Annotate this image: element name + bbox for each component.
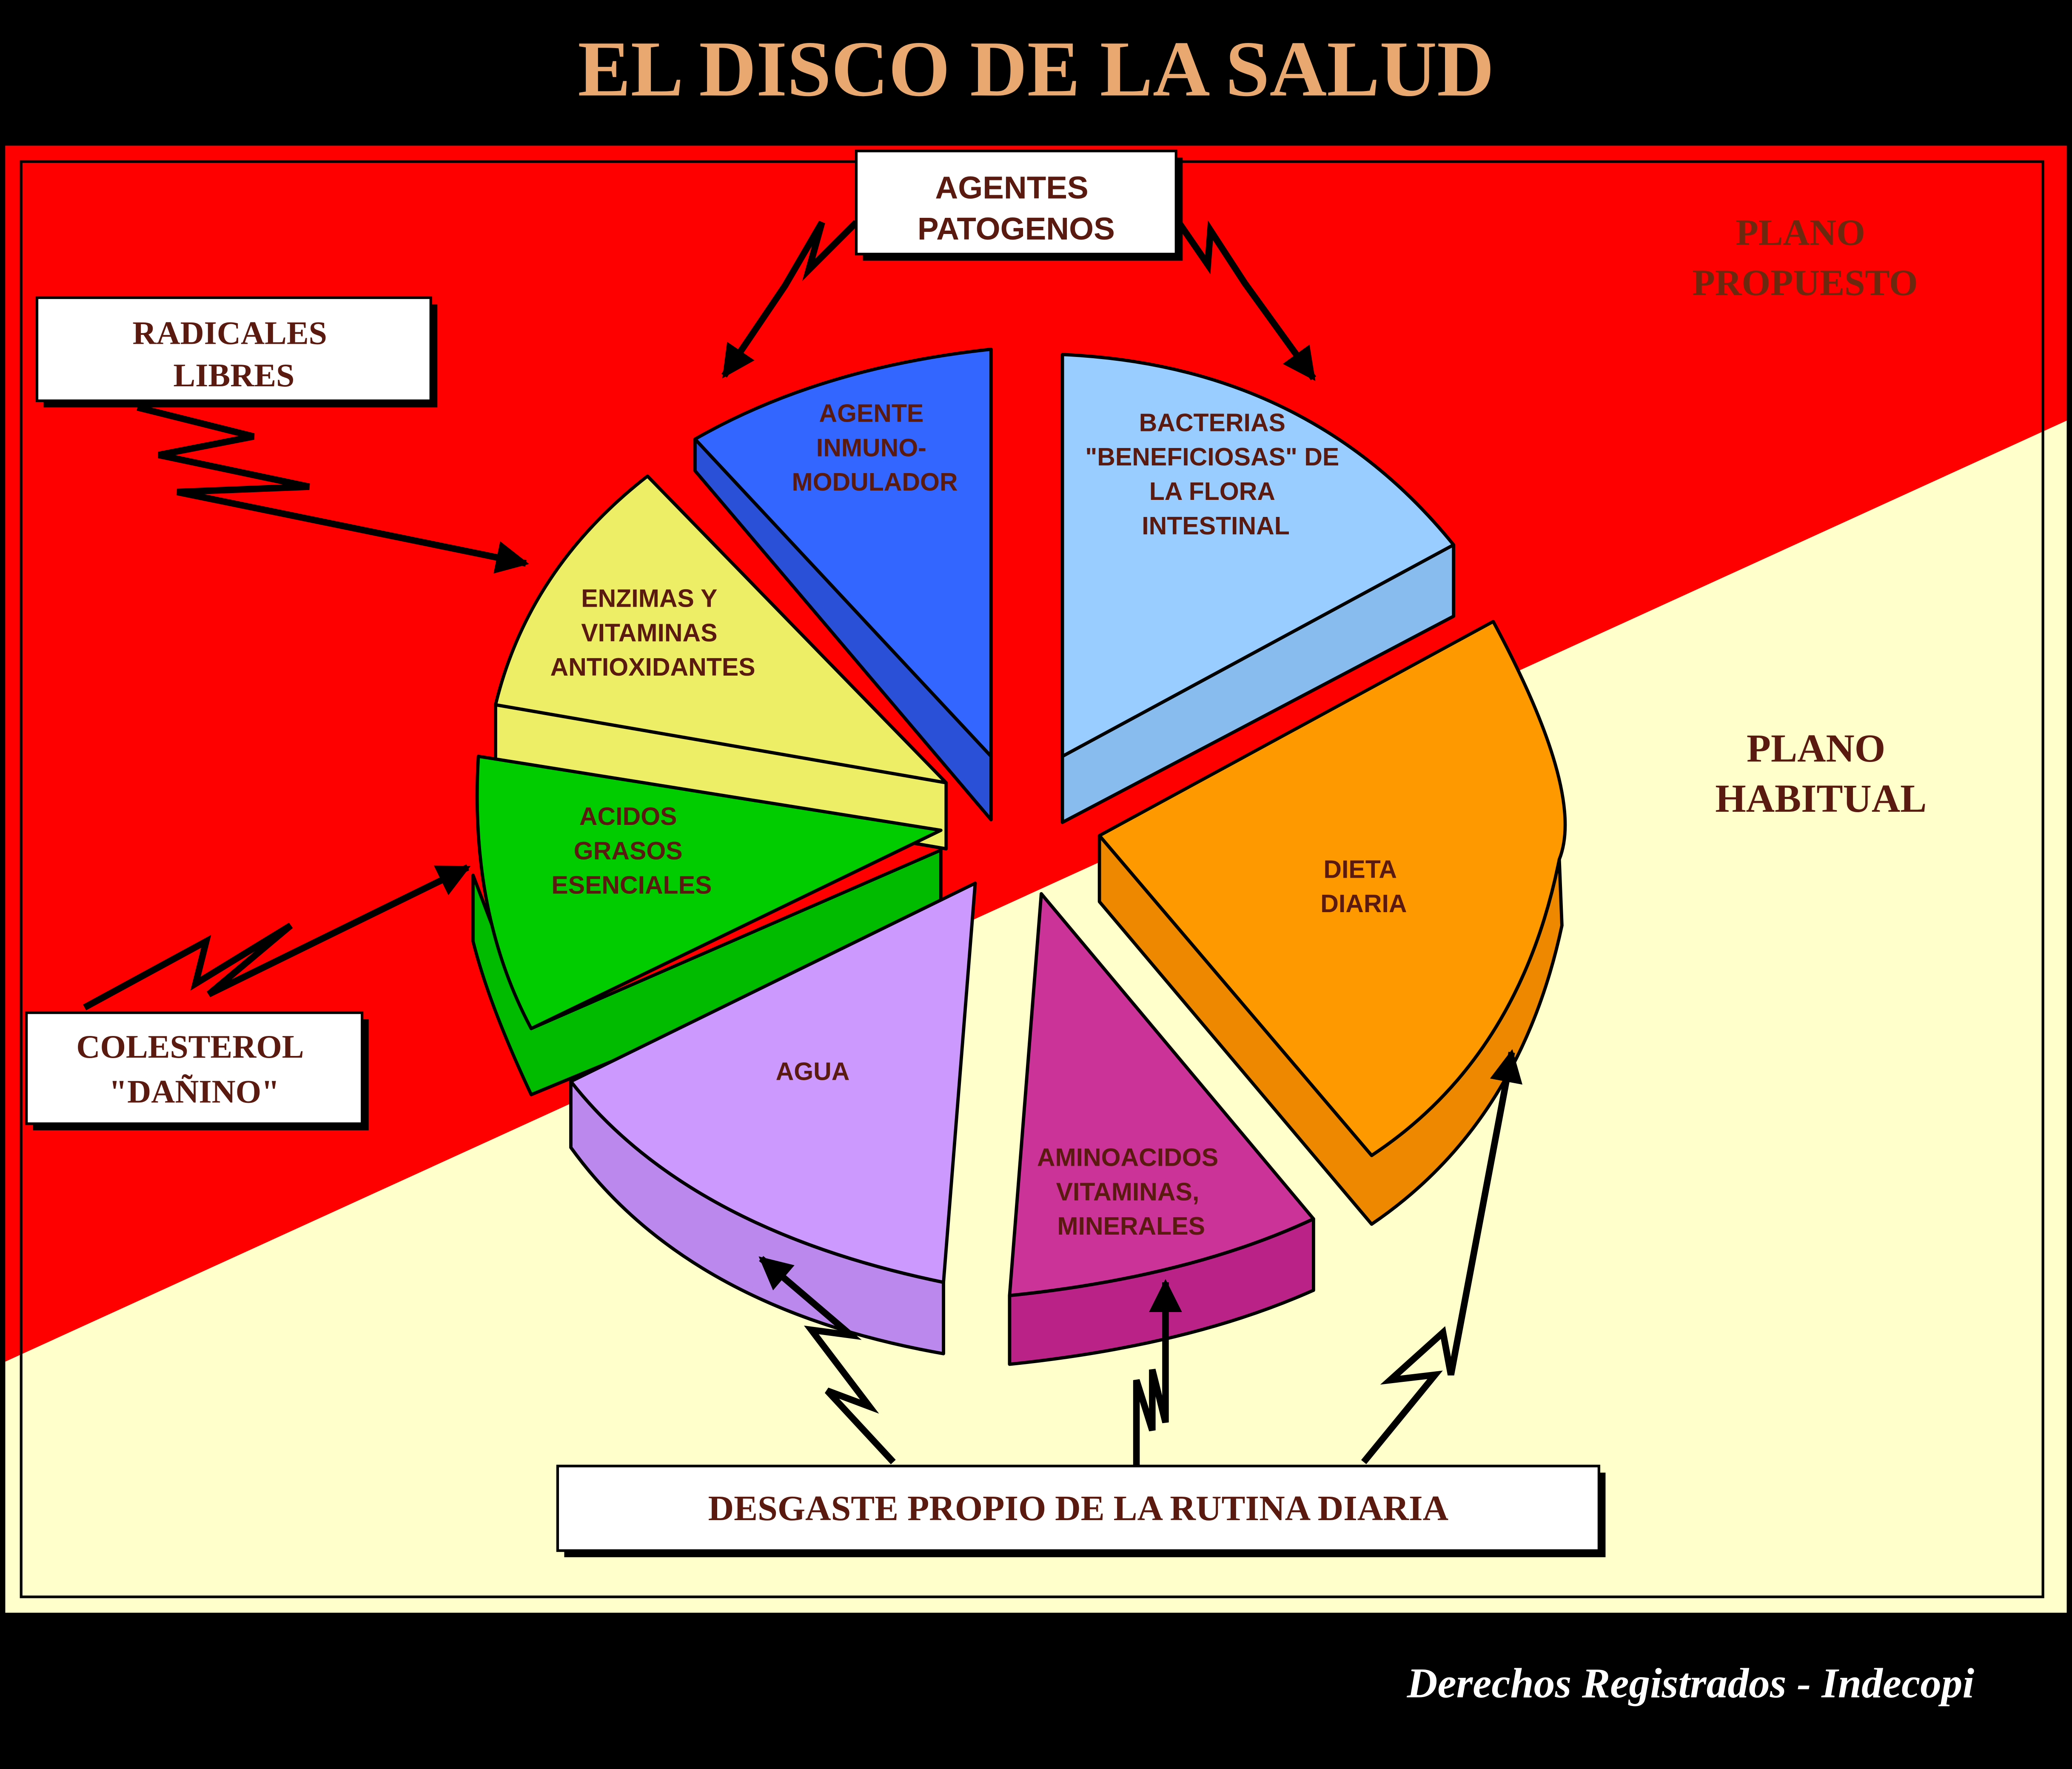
segment-agua-top [569, 882, 977, 1284]
callout-radicales-libres: RADICALES LIBRES [35, 296, 438, 408]
callout-radicales-line-2: LIBRES [173, 357, 294, 394]
segment-agente-inmunomodulador [693, 347, 993, 822]
segment-dieta-diaria [1097, 619, 1567, 1226]
label-aminoacidos-line-2: VITAMINAS, [1056, 1178, 1200, 1206]
label-agua-line-1: AGUA [776, 1058, 850, 1086]
label-enzimas-line-3: ANTIOXIDANTES [550, 653, 755, 681]
segment-acidos-grasos [471, 754, 943, 1096]
label-aminoacidos: AMINOACIDOS VITAMINAS, MINERALES [1037, 1144, 1226, 1241]
lightning-arrows [83, 220, 1523, 1467]
segment-bacterias [1060, 353, 1456, 824]
segment-agente-inmunomodulador-top [693, 347, 993, 758]
arrow-desgaste-dieta [1361, 1049, 1523, 1464]
callout-agentes-patogenos: AGENTES PATOGENOS [855, 149, 1183, 261]
callout-colesterol-line-1: COLESTEROL [76, 1028, 304, 1065]
callout-colesterol-line-2: "DAÑINO" [109, 1073, 279, 1110]
callout-colesterol-text: COLESTEROL "DAÑINO" [76, 1028, 312, 1110]
label-aminoacidos-line-1: AMINOACIDOS [1037, 1144, 1218, 1172]
segment-acidos-grasos-top [475, 754, 943, 1030]
proposed-plane-line-1: PLANO [1736, 211, 1865, 253]
label-dieta-line-2: DIARIA [1320, 890, 1407, 918]
arrow-patogenos-right [1176, 220, 1317, 381]
label-acidos-line-3: ESENCIALES [551, 871, 712, 899]
arrow-desgaste-aminoacidos [1133, 1279, 1182, 1467]
habitual-plane-label: PLANO HABITUAL [1715, 727, 1927, 821]
label-agente-line-1: AGENTE [819, 399, 923, 428]
label-acidos-line-1: ACIDOS [579, 802, 677, 830]
label-acidos-grasos: ACIDOS GRASOS ESENCIALES [551, 802, 712, 899]
arrow-desgaste-agua [758, 1256, 896, 1464]
segment-enzimas-top [494, 474, 948, 785]
callout-agentes-line-2: PATOGENOS [918, 211, 1115, 246]
label-agente-line-3: MODULADOR [792, 468, 958, 496]
callout-desgaste-box [556, 1464, 1600, 1552]
callout-desgaste-text: DESGASTE PROPIO DE LA RUTINA DIARIA [708, 1489, 1448, 1528]
label-enzimas: ENZIMAS Y VITAMINAS ANTIOXIDANTES [550, 585, 755, 682]
callout-radicales-line-1: RADICALES [132, 314, 327, 351]
label-dieta-line-1: DIETA [1323, 855, 1397, 883]
callout-colesterol: COLESTEROL "DAÑINO" [25, 1011, 369, 1130]
label-bacterias: BACTERIAS "BENEFICIOSAS" DE LA FLORA INT… [1085, 408, 1346, 539]
arrow-patogenos-left [721, 220, 859, 379]
arrow-colesterol [83, 864, 471, 1010]
label-bacterias-line-3: LA FLORA [1149, 477, 1275, 505]
label-acidos-line-2: GRASOS [574, 837, 683, 865]
habitual-plane-line-2: HABITUAL [1715, 777, 1927, 821]
callout-radicales-text: RADICALES LIBRES [132, 314, 335, 393]
callout-desgaste: DESGASTE PROPIO DE LA RUTINA DIARIA [556, 1464, 1606, 1558]
label-bacterias-line-4: INTESTINAL [1142, 512, 1290, 540]
label-agente-inmunomodulador: AGENTE INMUNO- MODULADOR [792, 399, 958, 496]
habitual-plane-line-1: PLANO [1747, 727, 1885, 770]
footer-copyright: Derechos Registrados - Indecopi [1407, 1660, 1975, 1707]
label-agua: AGUA [776, 1058, 850, 1086]
callout-colesterol-box [25, 1011, 364, 1125]
segment-acidos-grasos-side [471, 848, 943, 1096]
callout-agentes-text: AGENTES PATOGENOS [918, 170, 1115, 246]
label-agente-line-2: INMUNO- [816, 434, 926, 462]
page-title: EL DISCO DE LA SALUD [578, 25, 1494, 113]
label-enzimas-line-1: ENZIMAS Y [581, 585, 717, 613]
segment-labels: AGENTE INMUNO- MODULADOR BACTERIAS "BENE… [550, 399, 1407, 1241]
segment-agua [569, 882, 977, 1355]
label-bacterias-line-1: BACTERIAS [1139, 408, 1285, 437]
label-dieta-diaria: DIETA DIARIA [1320, 855, 1407, 918]
callout-agentes-box [855, 149, 1177, 256]
segment-aminoacidos-top [1008, 892, 1315, 1298]
callout-agentes-line-1: AGENTES [935, 170, 1088, 205]
label-aminoacidos-line-3: MINERALES [1057, 1212, 1205, 1240]
segment-dieta-diaria-top [1097, 619, 1567, 1157]
label-enzimas-line-2: VITAMINAS [581, 619, 717, 647]
callout-radicales-box [35, 296, 432, 402]
proposed-plane-line-2: PROPUESTO [1693, 262, 1918, 303]
label-bacterias-line-2: "BENEFICIOSAS" DE [1085, 443, 1339, 471]
arrow-radicales [137, 404, 529, 574]
proposed-plane-label: PLANO PROPUESTO [1693, 211, 1918, 303]
segment-bacterias-top [1060, 353, 1456, 758]
